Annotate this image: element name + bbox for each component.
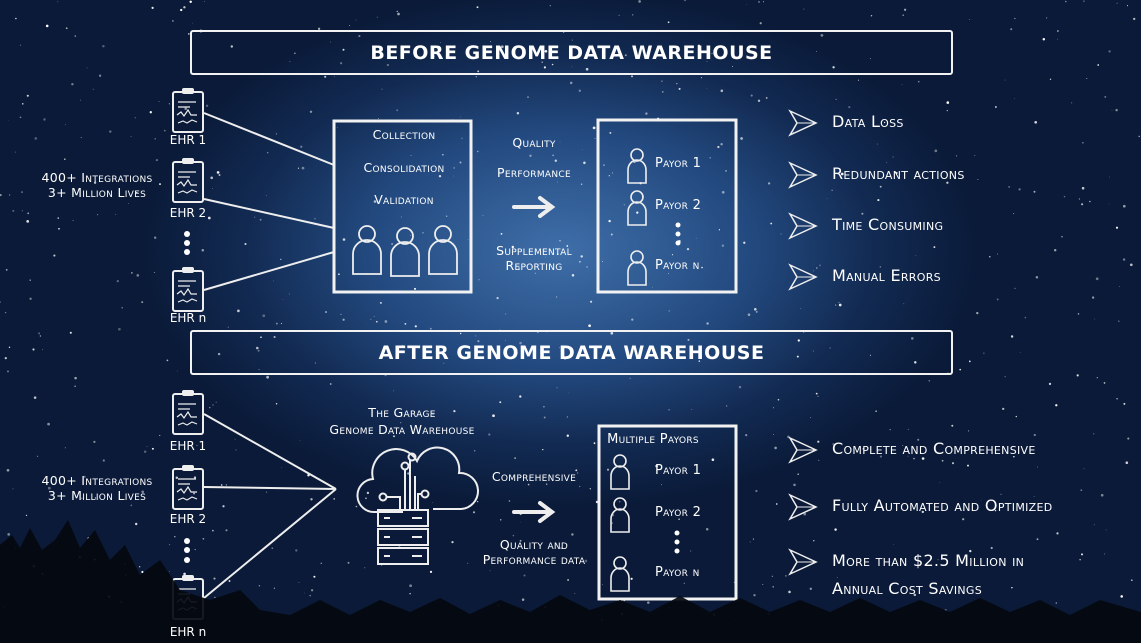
payor-label: Payor n	[655, 565, 700, 580]
ehr-clipboard-icon	[172, 464, 204, 510]
ellipsis-dots	[184, 538, 190, 563]
process-step: Consolidation	[363, 160, 445, 175]
ellipsis-dots	[674, 530, 680, 554]
ehr-clipboard-icon	[172, 389, 204, 435]
ehr-label: EHR n	[169, 625, 207, 639]
ehr-clipboard-icon	[172, 266, 204, 312]
bullet-arrow-icons	[789, 110, 817, 290]
outcome-item: Redundant actions	[832, 164, 965, 183]
warehouse-title: The Garage	[368, 405, 436, 420]
flow-label: Quality and	[499, 537, 569, 552]
ehr-clipboard-icon	[172, 87, 204, 133]
outcome-item: Time Consuming	[832, 215, 944, 234]
payor-label: Payor 1	[655, 156, 702, 171]
ehr-label: EHR n	[169, 311, 207, 325]
payor-person-icons	[627, 148, 647, 286]
arrow-icon	[512, 501, 554, 523]
payor-label: Payor 1	[655, 463, 702, 478]
ellipsis-dots	[675, 222, 681, 246]
outcome-item: Fully Automated and Optimized	[832, 496, 1053, 515]
process-box	[332, 119, 473, 294]
cloud-server-icon	[356, 446, 480, 565]
process-step: Validation	[374, 192, 434, 207]
outcome-item: Annual Cost Savings	[832, 579, 982, 598]
flow-label: Reporting	[505, 258, 563, 273]
payor-label: Payor n	[655, 258, 700, 273]
ehr-label: EHR 1	[169, 133, 207, 147]
integrations-note: 400+ Integrations 3+ Million Lives	[41, 170, 152, 200]
payor-label: Payor 2	[655, 505, 702, 520]
ellipsis-dots	[184, 231, 190, 255]
before-title-banner: BEFORE GENOME DATA WAREHOUSE	[190, 30, 953, 75]
process-step: Collection	[372, 127, 436, 142]
integrations-note: 400+ Integrations 3+ Million Lives	[41, 473, 152, 503]
outcome-item: Manual Errors	[832, 266, 941, 285]
lives-count: 3+ Million Lives	[47, 185, 147, 200]
integrations-count: 400+ Integrations	[41, 170, 153, 185]
bullet-arrow-icons	[789, 437, 817, 575]
payor-person-icons	[610, 454, 630, 592]
flow-label: Performance	[497, 165, 571, 180]
connector-lines	[203, 413, 337, 599]
outcome-item: More than $2.5 Million in	[832, 551, 1025, 570]
payor-label: Payor 2	[655, 198, 702, 213]
payor-box	[597, 424, 738, 601]
team-icon	[352, 225, 458, 277]
ehr-label: EHR 2	[169, 512, 207, 526]
outcome-item: Data Loss	[832, 112, 904, 131]
after-title-banner: AFTER GENOME DATA WAREHOUSE	[190, 330, 953, 375]
arrow-icon	[512, 196, 554, 218]
outcome-item: Complete and Comprehensive	[832, 439, 1036, 458]
integrations-count: 400+ Integrations	[41, 473, 153, 488]
flow-label: Supplemental	[496, 243, 572, 258]
payors-title: Multiple Payors	[607, 432, 699, 447]
ehr-label: EHR 1	[169, 439, 207, 453]
connector-lines	[203, 112, 335, 291]
ehr-clipboard-icon	[172, 157, 204, 203]
flow-label: Quality	[512, 135, 556, 150]
lives-count: 3+ Million Lives	[47, 488, 147, 503]
ehr-label: EHR 2	[169, 206, 207, 220]
flow-label: Comprehensive	[491, 469, 577, 484]
warehouse-subtitle: Genome Data Warehouse	[329, 422, 475, 437]
tree-silhouette	[0, 520, 1141, 643]
flow-label: Performance data	[482, 552, 586, 567]
payor-box	[596, 118, 738, 294]
